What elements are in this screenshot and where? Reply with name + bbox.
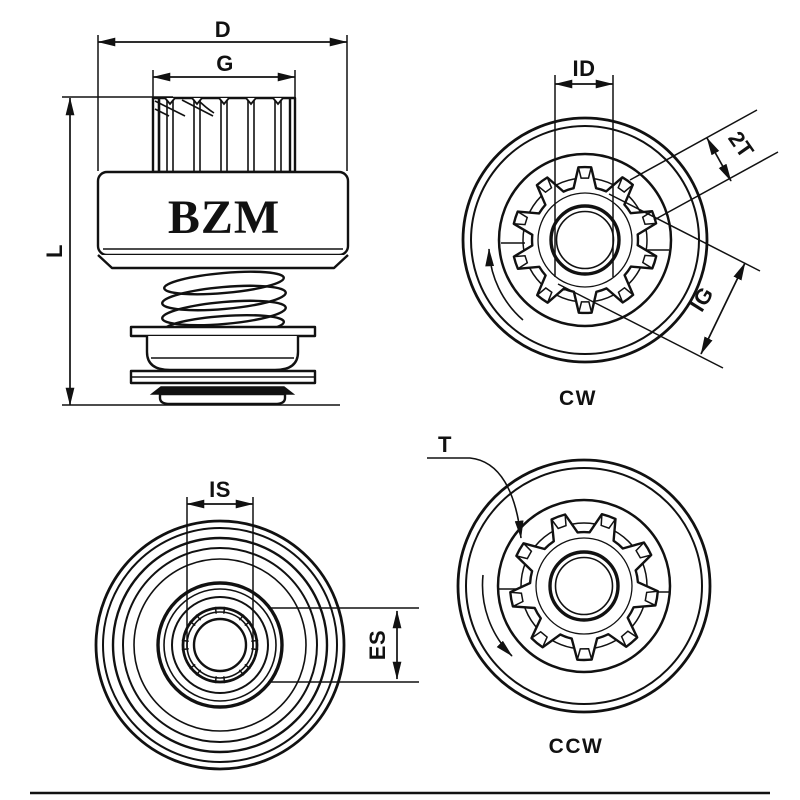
dim-label-l: L — [42, 244, 67, 258]
dim-label-t: T — [438, 432, 452, 457]
dim-label-is: IS — [209, 477, 231, 502]
dim-ES: ES — [268, 607, 419, 683]
back-view: IS ES — [94, 477, 419, 771]
dim-D: D — [97, 17, 348, 171]
teeth-top-notches — [164, 97, 284, 106]
spring — [161, 270, 287, 339]
dim-label-es: ES — [365, 630, 390, 660]
dim-label-g: G — [216, 51, 234, 76]
cw-front-view: ID 2T IG CW — [461, 56, 779, 410]
spline-notches — [181, 606, 259, 684]
bottom-collar — [149, 386, 296, 406]
ccw-rotation-arrow — [481, 574, 513, 657]
dim-IS: IS — [186, 477, 254, 648]
dim-G: G — [152, 51, 296, 100]
drive-body: BZM — [96, 170, 350, 270]
clutch-cup — [145, 336, 300, 372]
tooth-leader-arrow — [427, 457, 524, 539]
brand-text: BZM — [168, 191, 280, 244]
pinion-gear-facets-ccw — [510, 514, 658, 660]
bore-ring-ccw — [554, 556, 614, 616]
hub-ring-ccw — [548, 550, 620, 622]
ccw-caption: CCW — [549, 735, 604, 758]
flange-lower — [129, 369, 317, 385]
hub-ring-cw — [549, 204, 621, 276]
gear-chamfer-ring-cw — [537, 192, 633, 288]
dim-ID: ID — [554, 56, 614, 277]
cw-caption: CW — [559, 387, 597, 410]
teeth-lines — [154, 98, 292, 172]
dim-2T: 2T — [629, 109, 779, 221]
pinion-teeth-block — [151, 96, 297, 174]
dim-L: L — [42, 96, 340, 406]
concentric-rings-back — [94, 519, 346, 771]
flange-upper — [129, 325, 317, 338]
pinion-gear-facets-cw — [513, 167, 657, 313]
dim-label-2t: 2T — [723, 127, 759, 163]
cw-rotation-arrow — [485, 248, 524, 321]
ccw-front-view: T CCW — [427, 432, 712, 758]
dim-label-id: ID — [573, 56, 596, 81]
dim-T: T — [427, 432, 524, 539]
side-view: BZM D — [42, 17, 350, 406]
dim-label-d: D — [215, 17, 231, 42]
gear-chamfer-ring-ccw — [535, 537, 633, 635]
